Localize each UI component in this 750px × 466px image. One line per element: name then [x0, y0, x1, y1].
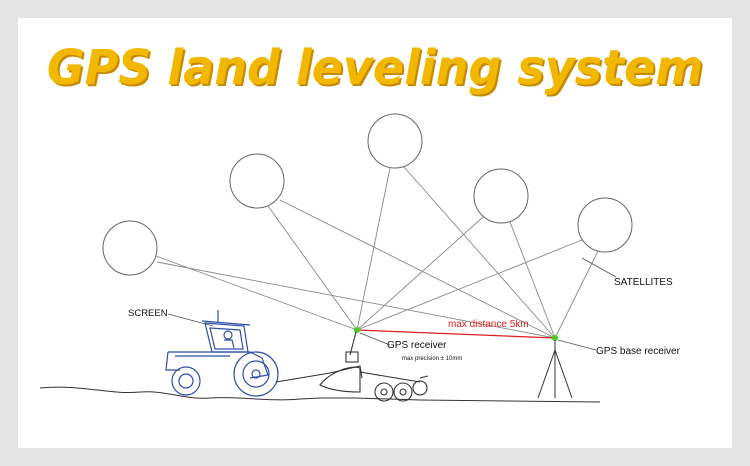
satellites-label: SATELLITES: [614, 277, 673, 288]
page-title: GPS land leveling system: [46, 38, 704, 96]
distance-line: [356, 329, 556, 339]
gps-receiver-label: GPS receiver: [387, 340, 447, 351]
satellite-3: [367, 113, 423, 169]
max-distance-label: max distance 5km: [448, 319, 529, 330]
ground-line: [39, 386, 601, 403]
tractor-icon: [165, 310, 279, 397]
rover-receiver-icon: [354, 327, 360, 333]
gps-base-receiver-label: GPS base receiver: [596, 346, 681, 357]
satellite-4: [473, 168, 529, 224]
satellite-2: [229, 153, 285, 209]
precision-label: max precision ± 10mm: [402, 356, 462, 362]
base-tripod-icon: [537, 340, 573, 399]
base-receiver-icon: [552, 335, 558, 341]
satellite-1: [102, 220, 158, 276]
leveling-blade-icon: [275, 331, 429, 402]
signal-lines-base: [156, 166, 599, 339]
screen-label: SCREEN: [128, 308, 168, 319]
satellite-5: [577, 197, 633, 253]
